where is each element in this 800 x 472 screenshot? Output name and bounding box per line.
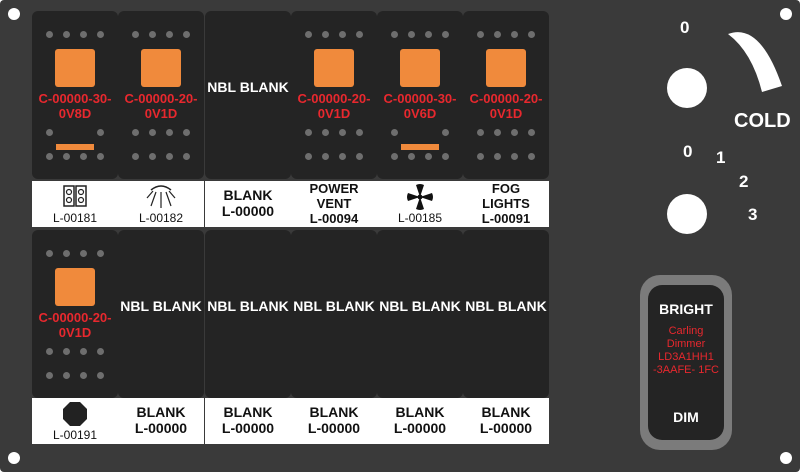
rocker-switch-2[interactable]: C-00000-20-0V1D — [118, 11, 204, 179]
nbl-blank-label: NBL BLANK — [293, 298, 375, 314]
label-title: BLANK — [223, 187, 273, 203]
indicator-bar — [56, 144, 94, 150]
label-plate-12: BLANK L-00000 — [463, 398, 549, 444]
part-number: C-00000-20-0V1D — [38, 310, 112, 340]
cold-wedge-icon — [728, 32, 782, 92]
label-code: L-00000 — [221, 420, 275, 436]
temp-knob-hole[interactable] — [667, 68, 707, 108]
label-code: L-00182 — [138, 211, 184, 225]
fan-pos-0-label: 0 — [683, 142, 693, 161]
indicator-lens — [55, 268, 95, 306]
label-title: BLANK — [481, 404, 531, 420]
dimmer-spec-label: Carling Dimmer LD3A1HH1 -3AAFE- 1FC — [652, 325, 719, 376]
rocker-switch-8[interactable]: NBL BLANK — [118, 230, 204, 398]
rocker-switch-3[interactable]: NBL BLANK — [205, 11, 291, 179]
label-code: L-00191 — [52, 428, 98, 442]
dimmer-rocker[interactable]: BRIGHT Carling Dimmer LD3A1HH1 -3AAFE- 1… — [648, 285, 724, 440]
indicator-bar — [401, 144, 439, 150]
fan-pos-2-label: 2 — [739, 172, 749, 191]
light-rays-icon — [146, 185, 176, 208]
indicator-lens — [400, 49, 440, 87]
fan-icon — [407, 184, 433, 210]
label-code: L-00000 — [479, 420, 533, 436]
indicator-lens — [141, 49, 181, 87]
label-plate-4: POWER VENT L-00094 — [291, 181, 377, 227]
label-plate-2: L-00182 — [118, 181, 204, 227]
label-code: L-00000 — [134, 420, 188, 436]
rocker-switch-7[interactable]: C-00000-20-0V1D — [32, 230, 118, 398]
nbl-blank-label: NBL BLANK — [207, 79, 289, 95]
label-plate-11: BLANK L-00000 — [377, 398, 463, 444]
fan-pos-3-label: 3 — [748, 205, 758, 224]
label-title: BLANK — [309, 404, 359, 420]
rocker-switch-5[interactable]: C-00000-30-0V6D — [377, 11, 463, 179]
nbl-blank-label: NBL BLANK — [465, 298, 547, 314]
screw-top-right — [780, 8, 792, 20]
label-code: L-00091 — [481, 211, 531, 226]
label-code: L-00185 — [397, 211, 443, 225]
label-title: BLANK — [223, 404, 273, 420]
label-plate-6: FOG LIGHTS L-00091 — [463, 181, 549, 227]
indicator-lens — [55, 49, 95, 87]
rocker-switch-10[interactable]: NBL BLANK — [291, 230, 377, 398]
rocker-switch-4[interactable]: C-00000-20-0V1D — [291, 11, 377, 179]
dimmer-bright-label: BRIGHT — [659, 301, 713, 317]
label-code: L-00094 — [309, 211, 359, 226]
label-plate-1: L-00181 — [32, 181, 118, 227]
label-code: L-00000 — [307, 420, 361, 436]
part-number: C-00000-20-0V1D — [469, 91, 543, 121]
nbl-blank-label: NBL BLANK — [379, 298, 461, 314]
screw-top-left — [8, 8, 20, 20]
rocker-switch-11[interactable]: NBL BLANK — [377, 230, 463, 398]
nbl-blank-label: NBL BLANK — [207, 298, 289, 314]
dimmer-switch[interactable]: BRIGHT Carling Dimmer LD3A1HH1 -3AAFE- 1… — [640, 275, 732, 450]
fan-pos-1-label: 1 — [716, 148, 726, 167]
label-plate-5: L-00185 — [377, 181, 463, 227]
label-plate-8: BLANK L-00000 — [118, 398, 204, 444]
rocker-switch-9[interactable]: NBL BLANK — [205, 230, 291, 398]
label-plate-10: BLANK L-00000 — [291, 398, 377, 444]
label-title: BLANK — [395, 404, 445, 420]
part-number: C-00000-30-0V8D — [38, 91, 112, 121]
label-plate-7: L-00191 — [32, 398, 118, 444]
label-code: L-00181 — [52, 211, 98, 225]
part-number: C-00000-30-0V6D — [383, 91, 457, 121]
temp-zero-label: 0 — [680, 18, 690, 37]
label-title: POWER VENT — [309, 181, 359, 211]
screw-bottom-left — [8, 452, 20, 464]
label-title: BLANK — [136, 404, 186, 420]
dimmer-dim-label: DIM — [673, 409, 699, 425]
nbl-blank-label: NBL BLANK — [120, 298, 202, 314]
temp-cold-label: COLD — [734, 110, 791, 132]
label-plate-9: BLANK L-00000 — [205, 398, 291, 444]
dual-rocker-icon — [63, 185, 87, 207]
label-title: FOG LIGHTS — [482, 181, 530, 211]
label-code: L-00000 — [221, 203, 275, 219]
fan-knob-hole[interactable] — [667, 194, 707, 234]
indicator-lens — [486, 49, 526, 87]
indicator-lens — [314, 49, 354, 87]
rocker-switch-6[interactable]: C-00000-20-0V1D — [463, 11, 549, 179]
rocker-switch-1[interactable]: C-00000-30-0V8D — [32, 11, 118, 179]
label-code: L-00000 — [393, 420, 447, 436]
rocker-switch-12[interactable]: NBL BLANK — [463, 230, 549, 398]
label-plate-3: BLANK L-00000 — [205, 181, 291, 227]
octagon-icon — [63, 402, 87, 426]
screw-bottom-right — [780, 452, 792, 464]
part-number: C-00000-20-0V1D — [297, 91, 371, 121]
part-number: C-00000-20-0V1D — [124, 91, 198, 121]
